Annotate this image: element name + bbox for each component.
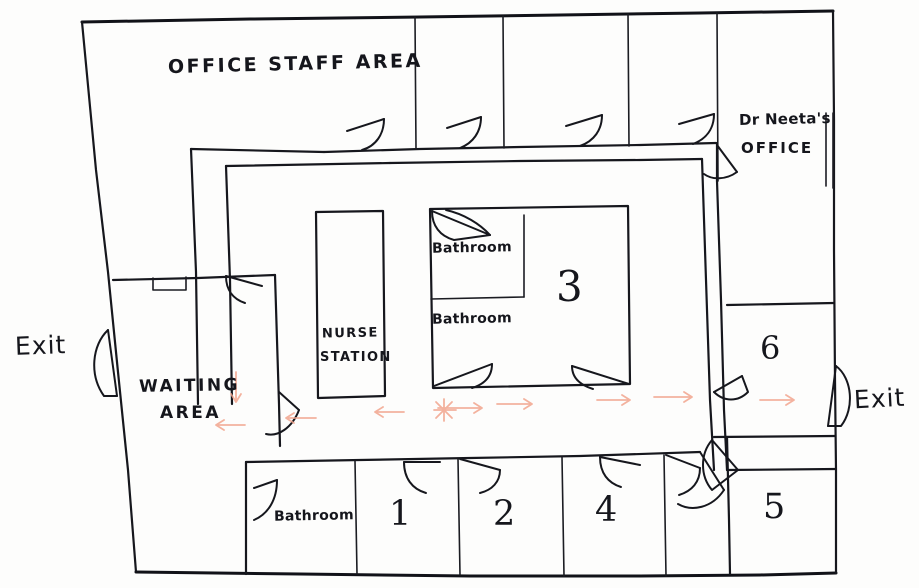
door-bottom-bathroom [253, 479, 278, 521]
flow-arrows [215, 371, 795, 431]
outer-wall-right [831, 9, 838, 575]
bottom-row-divider-2 [457, 458, 461, 576]
door-room-2 [459, 458, 501, 494]
bottom-row-divider-1 [354, 460, 358, 575]
corridor-wall-outer-left [189, 147, 326, 406]
bathroom-divider [430, 214, 525, 300]
door-room-5 [702, 439, 739, 491]
door-waiting-to-corridor [225, 275, 263, 304]
door-top-office-d [678, 113, 715, 145]
door-center-top-left [431, 209, 491, 241]
door-right-corridor-lower [677, 451, 725, 509]
top-offices-bottom-wall [322, 141, 718, 154]
nurse-station-walls [314, 209, 387, 400]
center-block-walls [428, 204, 632, 390]
outer-wall-top [80, 9, 835, 24]
bottom-row-divider-3 [561, 456, 565, 577]
top-office-divider-3 [627, 13, 630, 147]
door-room-6 [713, 375, 749, 401]
top-office-divider-1 [414, 16, 417, 150]
door-center-bottom-left [433, 363, 493, 389]
room-6-walls [712, 301, 837, 439]
door-top-office-a [346, 118, 385, 151]
bottom-row-divider-4 [663, 454, 667, 577]
outer-wall-left [80, 20, 138, 574]
door-center-bottom-right [571, 365, 630, 390]
corridor-wall-inner-left [224, 161, 392, 406]
corridor-wall-right-outer [700, 157, 716, 472]
door-waiting-bottom [265, 391, 300, 436]
door-dr-neeta-office [703, 144, 738, 180]
door-room-1 [403, 461, 441, 494]
waiting-area-counter [152, 276, 187, 291]
door-room-4 [599, 456, 641, 488]
corridor-wall-inner-top [388, 157, 704, 165]
waiting-area-walls [111, 273, 282, 448]
corridor-wall-right-inner [715, 179, 729, 472]
top-office-divider-2 [502, 15, 505, 149]
outer-wall-bottom [134, 570, 838, 578]
corridor-wall-bottom [244, 450, 702, 464]
door-exit-right [827, 365, 851, 427]
dr-neeta-office-wall [715, 112, 834, 189]
door-room-5-bottom [665, 454, 701, 496]
room-5-walls [725, 435, 838, 576]
door-top-office-b [446, 116, 482, 149]
door-exit-left [93, 329, 118, 397]
door-top-office-c [565, 114, 603, 147]
